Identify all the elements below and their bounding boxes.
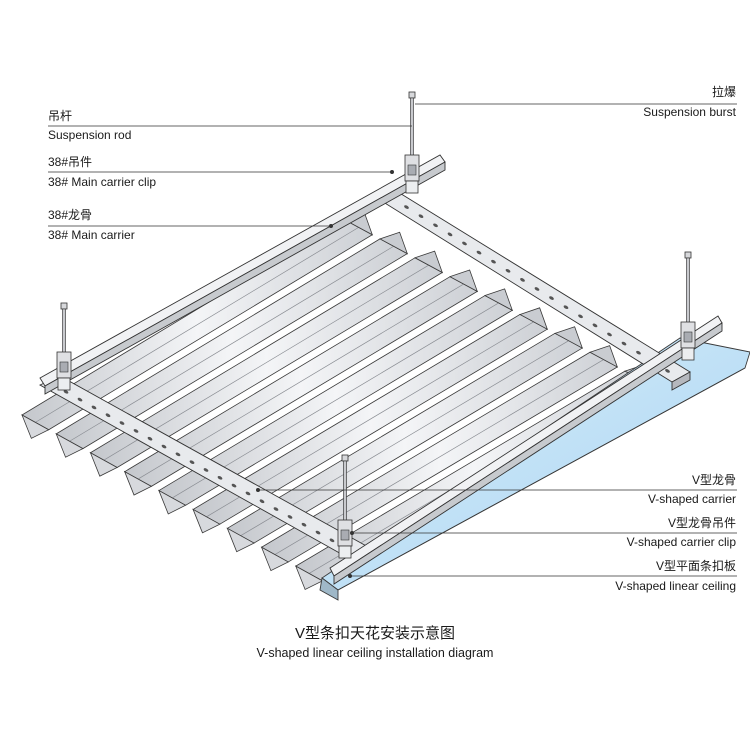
- leader-lines: [48, 103, 737, 579]
- carrier-hole: [636, 350, 641, 355]
- clip-slot: [340, 529, 350, 541]
- v-shaped-carrier-back: [379, 191, 691, 391]
- suspension-rods: [56, 91, 696, 559]
- v-carrier-clip: [57, 377, 71, 391]
- label-v-carrier-en: V-shaped carrier: [647, 492, 736, 506]
- carrier-hole: [147, 436, 153, 441]
- carrier-hole: [476, 250, 482, 255]
- label-main-carrier-clip-en: 38# Main carrier clip: [48, 175, 157, 189]
- suspension-burst: [341, 454, 349, 462]
- caption-en: V-shaped linear ceiling installation dia…: [256, 646, 494, 660]
- strip-ridge: [69, 245, 394, 442]
- carrier-hole: [231, 483, 237, 488]
- strip-ridge: [206, 321, 534, 518]
- carrier-hole: [189, 460, 195, 465]
- caption-zh: V型条扣天花安装示意图: [294, 625, 455, 642]
- strip-v-profile: [158, 489, 187, 515]
- strip-v-profile-back: [589, 345, 619, 368]
- carrier-hole: [105, 413, 111, 418]
- strip-v-profile: [21, 414, 50, 439]
- strip-v-profile: [89, 451, 118, 477]
- carrier-hole: [245, 491, 251, 496]
- carrier-hole: [433, 223, 438, 228]
- label-v-carrier-clip-zh: V型龙骨吊件: [667, 516, 736, 530]
- strip-ridge: [274, 359, 604, 555]
- strip-v-profile: [55, 432, 84, 458]
- strip-v-profile-back: [484, 288, 514, 312]
- carrier-hole: [404, 205, 409, 209]
- carrier-hole: [287, 515, 293, 519]
- strip-v-profile: [294, 565, 324, 591]
- label-main-carrier-en: 38# Main carrier: [48, 228, 135, 242]
- carrier-hole: [133, 429, 139, 433]
- clip-slot: [407, 164, 417, 176]
- label-main-carrier-zh: 38#龙骨: [48, 208, 93, 222]
- carrier-hole: [665, 369, 670, 373]
- carrier-hole: [119, 421, 125, 425]
- label-v-carrier-zh: V型龙骨: [691, 473, 736, 487]
- suspension-burst: [408, 91, 416, 99]
- suspension-rod: [410, 97, 414, 158]
- carrier-hole: [621, 341, 627, 346]
- strip-ridge: [103, 264, 429, 461]
- strip-v-profile-back: [379, 231, 409, 255]
- carrier-hole: [203, 468, 209, 472]
- carrier-hole: [273, 507, 279, 511]
- strip-v-profile-back: [414, 250, 444, 274]
- carrier-hole: [491, 259, 496, 264]
- carrier-hole: [447, 232, 453, 237]
- carrier-hole: [462, 241, 467, 246]
- carrier-hole: [549, 296, 554, 300]
- main-carrier-38: [39, 154, 723, 585]
- carrier-hole: [301, 522, 307, 527]
- suspension-rod: [343, 460, 347, 523]
- carrier-hole: [534, 287, 540, 291]
- strip-v-profile: [226, 527, 255, 553]
- label-suspension-rod-zh: 吊杆: [48, 109, 73, 123]
- label-main-carrier-clip-zh: 38#吊件: [48, 155, 93, 169]
- suspension-rod: [686, 257, 690, 325]
- clip-slot: [59, 361, 69, 373]
- carrier-hole: [91, 405, 97, 410]
- carrier-hole: [418, 214, 424, 219]
- strip-ridge: [172, 302, 499, 499]
- carrier-hole: [563, 305, 569, 310]
- suspension-rod: [62, 308, 66, 355]
- strip-v-profile: [192, 508, 221, 534]
- strip-v-profile-back: [554, 326, 584, 349]
- label-v-ceiling-en: V-shaped linear ceiling: [615, 579, 736, 593]
- carrier-hole: [63, 389, 69, 394]
- v-carrier-clip: [405, 180, 419, 194]
- carrier-hole: [607, 332, 612, 337]
- carrier-hole: [259, 499, 265, 504]
- carrier-hole: [315, 530, 321, 535]
- carrier-hole: [520, 278, 525, 282]
- carrier-hole: [329, 538, 335, 543]
- label-suspension-burst-en: Suspension burst: [643, 105, 736, 119]
- strip-ridge: [240, 340, 569, 537]
- carrier-hole: [592, 323, 598, 328]
- label-v-ceiling-zh: V型平面条扣板: [655, 559, 736, 573]
- label-suspension-rod-en: Suspension rod: [48, 128, 132, 142]
- v-carrier-clip: [338, 545, 352, 559]
- strip-ridge: [35, 227, 359, 423]
- strip-v-profile-back: [449, 269, 479, 293]
- label-suspension-burst-zh: 拉爆: [711, 85, 736, 99]
- strip-v-profile: [123, 470, 153, 496]
- carrier-hole: [578, 314, 583, 319]
- carrier-hole: [505, 268, 511, 273]
- carrier-hole: [175, 452, 181, 457]
- v-carrier-clip: [681, 347, 695, 361]
- suspension-burst: [684, 251, 692, 259]
- carrier-hole: [161, 444, 167, 449]
- strip-v-profile: [260, 546, 290, 572]
- strip-v-profile-back: [519, 307, 549, 331]
- carrier-hole: [217, 475, 223, 480]
- carrier-hole: [77, 397, 83, 402]
- strip-ridge: [137, 283, 464, 480]
- suspension-burst: [60, 302, 68, 310]
- clip-slot: [683, 331, 693, 343]
- label-v-carrier-clip-en: V-shaped carrier clip: [626, 535, 736, 549]
